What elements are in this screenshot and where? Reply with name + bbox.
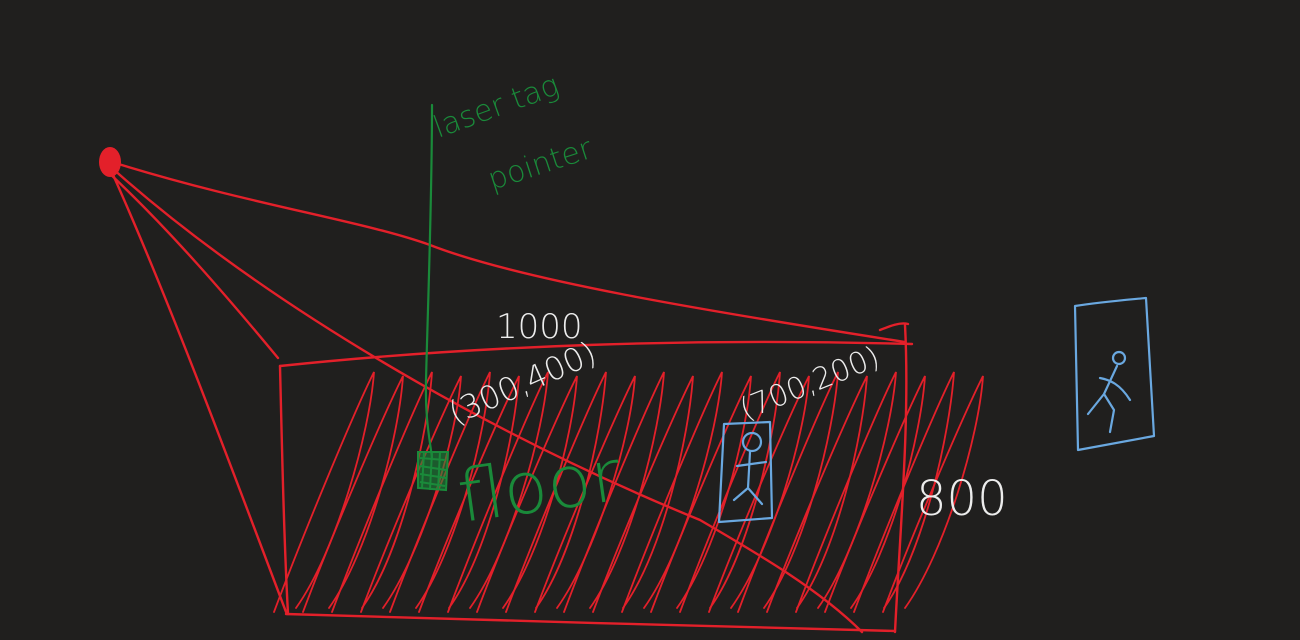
- pointer-label-line2: pointer: [484, 131, 597, 198]
- labels: 1000 800 (300,400) (700,200) floor laser…: [429, 68, 1008, 539]
- person-detail-head-icon: [1111, 350, 1127, 366]
- projection-line-top: [110, 160, 907, 344]
- width-label: 1000: [496, 307, 583, 347]
- pointer-label-line1: laser tag: [429, 68, 564, 146]
- hatch-stroke: [505, 371, 607, 613]
- projection-line-inner: [106, 170, 280, 360]
- projection-line-left: [108, 166, 288, 614]
- hatch-stroke: [737, 371, 839, 613]
- hatch-stroke: [418, 375, 520, 613]
- floor-hatching: [273, 371, 984, 613]
- person-detail-frame: [1073, 296, 1156, 452]
- hatch-stroke: [331, 371, 433, 613]
- hatch-stroke: [476, 375, 578, 613]
- person-on-floor: [717, 420, 774, 524]
- hatch-stroke: [273, 371, 375, 613]
- projector-source: [99, 147, 121, 177]
- person-detail: [1073, 296, 1156, 452]
- floor-edge-top: [278, 340, 914, 368]
- hatch-stroke: [360, 375, 462, 613]
- floor-rectangle: [278, 322, 914, 634]
- hatch-stroke: [592, 375, 694, 613]
- hatch-stroke: [650, 375, 752, 613]
- running-figure-icon: [1086, 364, 1132, 434]
- hatch-stroke: [389, 371, 491, 613]
- projector-dot-icon: [99, 147, 121, 177]
- height-label: 800: [916, 471, 1008, 527]
- projection-line-diagonal: [110, 166, 864, 634]
- hatch-stroke: [679, 371, 781, 613]
- floor-edge-left: [278, 364, 290, 616]
- laser-dot-icon: [417, 451, 450, 492]
- hatch-stroke: [563, 371, 665, 613]
- floor-edge-right: [893, 323, 908, 634]
- laser-pointer-line: [424, 103, 434, 460]
- hatch-stroke: [882, 375, 984, 613]
- floor-edge-bottom: [284, 612, 897, 633]
- laser-pointer: [417, 103, 450, 492]
- hatch-stroke: [824, 375, 926, 613]
- floor-corner-mark: [878, 322, 910, 332]
- hatch-stroke: [853, 371, 955, 613]
- stick-figure-icon: [732, 450, 768, 506]
- hatch-stroke: [302, 375, 404, 613]
- person-frame: [717, 420, 774, 524]
- projection-lines: [106, 160, 907, 634]
- person-head-icon: [741, 431, 763, 453]
- hatch-stroke: [766, 375, 868, 613]
